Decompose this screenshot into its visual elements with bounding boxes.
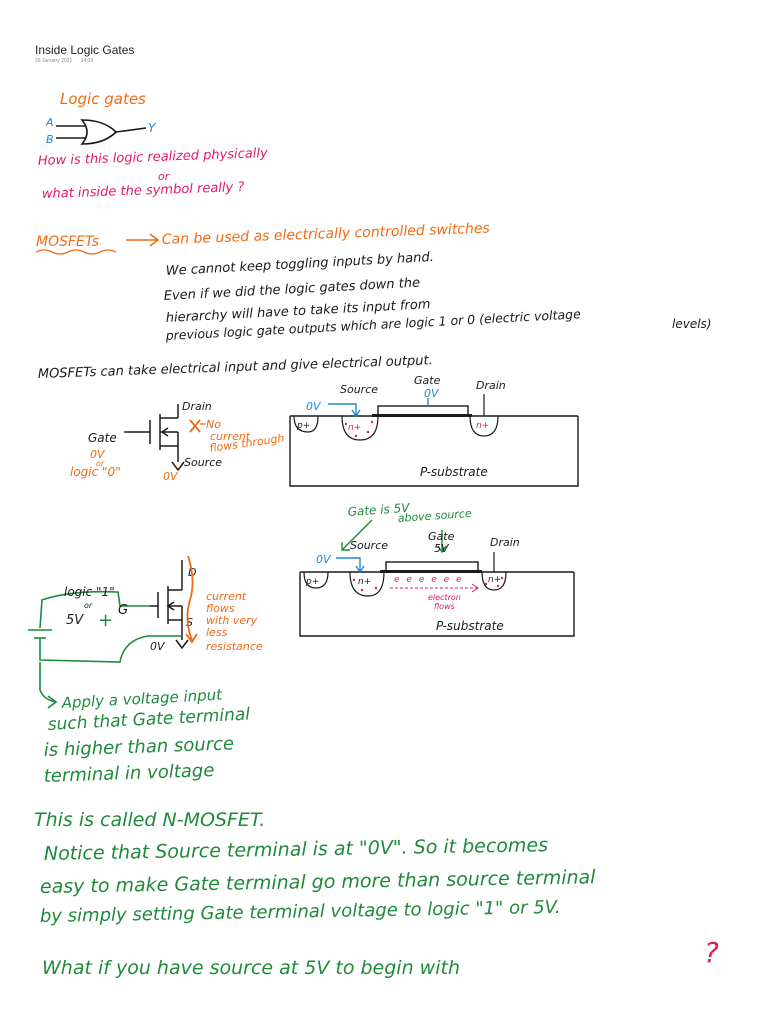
- note-line: levels): [672, 317, 711, 331]
- p-plus-label: p+: [296, 421, 310, 431]
- cs-gate-label: Gate: [428, 530, 455, 543]
- no-current-line: current: [210, 430, 251, 443]
- cs-gate-volts: 5V: [434, 542, 450, 555]
- n-plus-right: n+: [488, 575, 501, 585]
- current-line: less: [206, 626, 228, 639]
- substrate-label: P-substrate: [420, 465, 488, 479]
- electron-dots: [352, 576, 504, 592]
- page-time: 14:03: [80, 58, 94, 64]
- n-plus-left: n+: [348, 423, 361, 433]
- apply-voltage-note: Apply a voltage input such that Gate ter…: [39, 662, 251, 787]
- cs-gate-label: Gate: [414, 374, 441, 387]
- gate-volts: 0V: [90, 448, 106, 461]
- logic-one-label: logic "1": [64, 585, 115, 599]
- p-plus-label: p+: [305, 577, 319, 587]
- source-s-label: S: [186, 616, 193, 629]
- note-line: We cannot keep toggling inputs by hand.: [165, 250, 434, 279]
- conclusion-line: by simply setting Gate terminal voltage …: [40, 897, 561, 927]
- conclusion-line: Notice that Source terminal is at "0V". …: [44, 834, 549, 865]
- mosfets-summary: MOSFETs can take electrical input and gi…: [38, 353, 433, 382]
- gate-g-label: G: [118, 603, 128, 618]
- cross-section-off: p+ n+ n+ P-substrate Source Gate 0V Drai…: [289, 374, 579, 487]
- n-plus-right: n+: [476, 421, 489, 431]
- cs-source-volts: 0V: [316, 553, 332, 566]
- cs-source-volts: 0V: [306, 400, 322, 413]
- gate-logic-zero: logic "0": [70, 465, 121, 479]
- page-date: 26 January 2021: [35, 58, 73, 64]
- electron-flow-2: flows: [434, 602, 455, 611]
- question-or: or: [158, 170, 171, 183]
- gate-input-a: A: [45, 116, 54, 129]
- n-plus-left: n+: [358, 577, 371, 587]
- voltage-value: 5V: [66, 613, 84, 628]
- cs-drain-label: Drain: [476, 379, 506, 392]
- electron-flow: electron: [428, 593, 461, 602]
- page-title: Inside Logic Gates: [35, 43, 135, 57]
- cs-gate-volts: 0V: [424, 387, 440, 400]
- cross-section-on: Gate is 5V above source p+ n+ n+ e e e: [299, 501, 575, 637]
- voltage-loop: [28, 590, 182, 663]
- mosfets-section: MOSFETs Can be used as electrically cont…: [35, 221, 711, 382]
- question-physical: How is this logic realized physically: [38, 146, 269, 169]
- apply-line: terminal in voltage: [43, 760, 214, 787]
- substrate-label: P-substrate: [436, 619, 504, 633]
- conclusion-question: What if you have source at 5V to begin w…: [42, 957, 460, 979]
- gate-or: or: [96, 459, 105, 468]
- current-arrow: [185, 555, 198, 644]
- logic-or: or: [84, 601, 93, 610]
- intro-section: Logic gates A B Y How is this logic real…: [38, 90, 269, 202]
- conclusion-note: This is called N-MOSFET. Notice that Sou…: [34, 809, 719, 979]
- question-mark: ?: [704, 936, 719, 969]
- gate-input-b: B: [46, 133, 54, 146]
- source-label: Source: [184, 456, 222, 469]
- plus-sign: +: [98, 610, 113, 631]
- apply-line: is higher than source: [43, 733, 234, 761]
- current-line: flows: [206, 602, 235, 615]
- electron-channel: e e e e e e: [394, 575, 464, 585]
- mosfets-description: Can be used as electrically controlled s…: [162, 221, 490, 248]
- drain-label: Drain: [182, 400, 212, 413]
- gate-output-y: Y: [148, 121, 157, 135]
- source-volts: 0V: [163, 470, 179, 483]
- conclusion-line: easy to make Gate terminal go more than …: [40, 866, 597, 898]
- gate-label: Gate: [88, 431, 117, 445]
- mosfet-off-symbol: Drain Gate 0V or logic "0" Source 0V No …: [70, 400, 285, 483]
- gate-note-2: above source: [397, 507, 472, 525]
- no-current-line: No: [206, 418, 221, 431]
- cs-source-label: Source: [340, 383, 378, 396]
- conclusion-heading: This is called N-MOSFET.: [34, 809, 265, 831]
- intro-heading: Logic gates: [60, 90, 146, 108]
- current-line: current: [206, 590, 247, 603]
- question-inside: what inside the symbol really ?: [42, 180, 245, 202]
- mosfets-label: MOSFETs: [36, 234, 99, 250]
- mosfets-arrow: [126, 233, 160, 247]
- electron-dots: [344, 420, 374, 438]
- page-timestamp: 26 January 2021 14:03: [35, 58, 93, 64]
- gate-note: Gate is 5V: [347, 501, 410, 519]
- cs-source-label: Source: [350, 539, 388, 552]
- current-line: with very: [206, 614, 258, 627]
- ground-label: 0V: [150, 640, 166, 653]
- current-line: resistance: [206, 640, 263, 653]
- mosfet-on-circuit: logic "1" or 5V + G D S 0V current flows…: [28, 555, 263, 663]
- or-gate-symbol: [56, 119, 147, 145]
- no-current-cross: [189, 419, 201, 433]
- cs-drain-label: Drain: [490, 536, 520, 549]
